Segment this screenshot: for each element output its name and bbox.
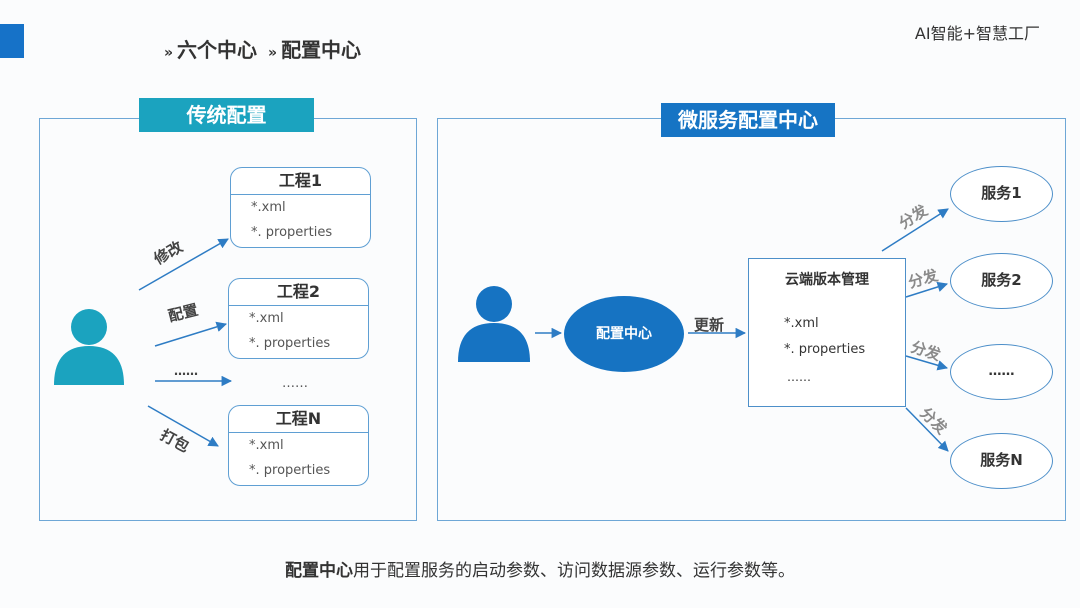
breadcrumb: »六个中心 »配置中心	[160, 34, 361, 63]
arrow-dispatch-2	[905, 281, 949, 298]
brand-text: AI智能+智慧工厂	[914, 24, 1040, 43]
breadcrumb-separator: »	[164, 45, 174, 61]
update-label: 更新	[694, 316, 725, 334]
arrow-dispatch-4	[905, 407, 949, 452]
cloud-title: 云端版本管理	[785, 272, 869, 288]
cloud-file: *. properties	[784, 342, 866, 357]
project-file: *.xml	[251, 200, 286, 215]
service-node-ellipsis[interactable]: ……	[950, 344, 1053, 400]
config-center-node[interactable]: 配置中心	[564, 296, 684, 372]
project-card-1[interactable]: 工程1 *.xml *. properties	[230, 167, 371, 248]
arrow-dispatch-3	[905, 355, 949, 371]
cloud-file: *.xml	[784, 316, 819, 331]
microservice-config-title: 微服务配置中心	[661, 103, 835, 137]
project-name: 工程N	[229, 406, 368, 433]
arrow-config	[154, 321, 228, 347]
corner-accent-block	[0, 24, 24, 58]
user-icon	[458, 286, 530, 362]
breadcrumb-separator: »	[268, 45, 278, 61]
footer-caption-text: 用于配置服务的启动参数、访问数据源参数、运行参数等。	[353, 561, 795, 581]
arrow-package	[147, 405, 219, 447]
project-name: 工程2	[229, 279, 368, 306]
project-name: 工程1	[231, 168, 370, 195]
project-file: *.xml	[249, 438, 284, 453]
project-file: *. properties	[249, 336, 331, 351]
action-label-ellipsis: ……	[174, 364, 198, 378]
cloud-version-management[interactable]: 云端版本管理 *.xml *. properties ……	[748, 258, 906, 407]
project-card-n[interactable]: 工程N *.xml *. properties	[228, 405, 369, 486]
project-card-2[interactable]: 工程2 *.xml *. properties	[228, 278, 369, 359]
project-ellipsis: ……	[282, 376, 308, 391]
footer-caption-bold: 配置中心	[285, 561, 353, 581]
service-node-1[interactable]: 服务1	[950, 166, 1053, 222]
footer-caption: 配置中心用于配置服务的启动参数、访问数据源参数、运行参数等。	[0, 556, 1080, 581]
project-file: *. properties	[251, 225, 333, 240]
project-file: *.xml	[249, 311, 284, 326]
project-file: *. properties	[249, 463, 331, 478]
breadcrumb-parent[interactable]: 六个中心	[177, 38, 258, 62]
service-node-2[interactable]: 服务2	[950, 253, 1053, 309]
traditional-config-title: 传统配置	[139, 98, 314, 132]
cloud-more: ……	[787, 370, 811, 384]
arrow-dispatch-1	[881, 208, 949, 252]
arrow-modify	[138, 238, 229, 291]
breadcrumb-current: 配置中心	[281, 38, 362, 62]
user-icon	[54, 309, 124, 385]
service-node-n[interactable]: 服务N	[950, 433, 1053, 489]
